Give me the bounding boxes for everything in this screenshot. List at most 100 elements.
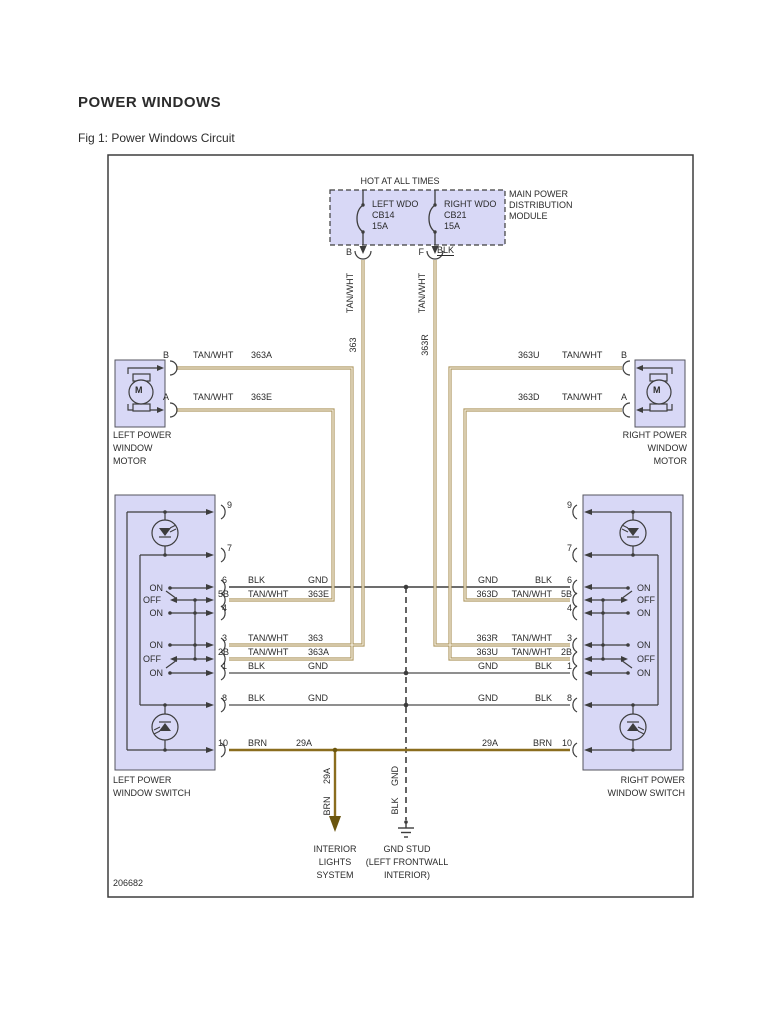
breaker-left-amps: 15A [372, 221, 389, 231]
ls-pin-6: 6 [222, 575, 228, 585]
rs-pin-1: 1 [566, 661, 572, 671]
junction-dots [332, 584, 409, 753]
circuit-breaker-right [428, 190, 437, 245]
figure-caption: Fig 1: Power Windows Circuit [78, 131, 235, 145]
ls-pin-5b: 5B [218, 589, 230, 599]
rs-pos-on-2: ON [637, 608, 651, 618]
rs-wire-2b-color: TAN/WHT [511, 647, 552, 657]
module-connectors [354, 246, 444, 260]
right-switch-internals [591, 510, 672, 752]
ls-pin-8: 8 [222, 693, 228, 703]
ls-wire-10-color: BRN [248, 738, 268, 748]
interior-dest-2: LIGHTS [318, 857, 352, 867]
ls-wire-6-color: BLK [248, 575, 266, 585]
stud-dest-2: (LEFT FRONTWALL [365, 857, 449, 867]
left-switch-name-1: LEFT POWER [113, 775, 172, 785]
rs-wire-5b-circuit: 363D [476, 589, 498, 599]
rs-pos-on-1: ON [637, 583, 651, 593]
stud-wire-color: BLK [390, 797, 400, 815]
right-motor-pin-b: B [621, 350, 628, 360]
right-motor-wire-a-color: TAN/WHT [562, 392, 603, 402]
right-switch-connectors [572, 504, 592, 758]
ls-pos-on-2: ON [149, 608, 164, 618]
rs-wire-10-circuit: 29A [481, 738, 498, 748]
breaker-right-name: RIGHT WDO [444, 199, 497, 209]
right-motor-name-3: MOTOR [653, 456, 687, 466]
interior-dest-1: INTERIOR [313, 844, 357, 854]
right-motor-symbol: M [653, 385, 661, 395]
rs-pin-9: 9 [566, 500, 572, 510]
ls-pin-4: 4 [222, 603, 228, 613]
right-motor-wire-a-circuit: 363D [518, 392, 540, 402]
module-pin-f-wire-color: BLK [437, 245, 455, 256]
rs-pin-6: 6 [566, 575, 572, 585]
right-switch-name-1: RIGHT POWER [620, 775, 685, 785]
feed-left-color: TAN/WHT [345, 272, 355, 314]
rs-wire-2b-circuit: 363U [476, 647, 498, 657]
right-switch-name-2: WINDOW SWITCH [607, 788, 685, 798]
ls-wire-3-color: TAN/WHT [248, 633, 289, 643]
left-motor-wire-a-circuit: 363E [251, 392, 273, 402]
left-motor-name-3: MOTOR [113, 456, 147, 466]
ls-wire-6-circuit: GND [308, 575, 328, 585]
ls-wire-2b-circuit: 363A [308, 647, 330, 657]
ls-wire-5b-color: TAN/WHT [248, 589, 289, 599]
right-motor-name-2: WINDOW [647, 443, 688, 453]
brown-wires [229, 748, 570, 817]
rs-pos-on-4: ON [637, 668, 651, 678]
stud-dest-1: GND STUD [383, 844, 431, 854]
ls-wire-2b-color: TAN/WHT [248, 647, 289, 657]
rs-wire-6-circuit: GND [478, 575, 498, 585]
left-motor-wire-b-circuit: 363A [251, 350, 273, 360]
module-pin-b: B [345, 247, 352, 257]
component-boxes [114, 189, 686, 771]
ls-pos-on-1: ON [149, 583, 164, 593]
rs-pin-2b: 2B [560, 647, 572, 657]
left-motor-wire-b-color: TAN/WHT [193, 350, 234, 360]
interior-lights-arrow [329, 816, 341, 832]
interior-dest-3: SYSTEM [316, 870, 354, 880]
rs-pin-5b: 5B [560, 589, 572, 599]
rs-wire-8-color: BLK [534, 693, 552, 703]
left-motor-name-2: WINDOW [113, 443, 153, 453]
ls-pin-7: 7 [227, 543, 233, 553]
right-motor-pin-a: A [621, 392, 628, 402]
breaker-right-amps: 15A [444, 221, 461, 231]
left-switch-connectors [206, 504, 226, 758]
ls-pin-10: 10 [218, 738, 229, 748]
rs-pin-10: 10 [561, 738, 572, 748]
ls-pos-on-3: ON [149, 640, 164, 650]
interior-wire-color: BRN [322, 796, 332, 816]
rs-wire-8-circuit: GND [478, 693, 498, 703]
ls-pos-on-4: ON [149, 668, 164, 678]
module-pin-f: F [418, 247, 425, 257]
right-motor-wire-b-circuit: 363U [518, 350, 540, 360]
rs-wire-10-color: BRN [532, 738, 552, 748]
ls-wire-1-circuit: GND [308, 661, 328, 671]
right-motor-symbol [622, 360, 673, 418]
ls-wire-1-color: BLK [248, 661, 266, 671]
breaker-left-name: LEFT WDO [372, 199, 419, 209]
right-motor-wire-b-color: TAN/WHT [562, 350, 603, 360]
feed-right-color: TAN/WHT [417, 272, 427, 314]
ls-wire-3-circuit: 363 [308, 633, 324, 643]
ground-stud-symbol [398, 820, 414, 838]
left-motor-pin-b: B [163, 350, 170, 360]
breaker-left-id: CB14 [372, 210, 395, 220]
left-motor-wire-a-color: TAN/WHT [193, 392, 234, 402]
left-motor-symbol [127, 360, 178, 418]
ls-pos-off-1: OFF [143, 595, 161, 605]
rs-wire-6-color: BLK [534, 575, 552, 585]
rs-pin-3: 3 [566, 633, 572, 643]
tan-wht-wires [176, 260, 622, 661]
ls-wire-8-color: BLK [248, 693, 266, 703]
rs-wire-1-color: BLK [534, 661, 552, 671]
ls-wire-5b-circuit: 363E [308, 589, 330, 599]
rs-pos-off-2: OFF [637, 654, 655, 664]
ls-wire-8-circuit: GND [308, 693, 328, 703]
ls-pin-3: 3 [222, 633, 228, 643]
rs-wire-1-circuit: GND [478, 661, 498, 671]
rs-pin-7: 7 [566, 543, 572, 553]
left-switch-internals [126, 510, 207, 752]
